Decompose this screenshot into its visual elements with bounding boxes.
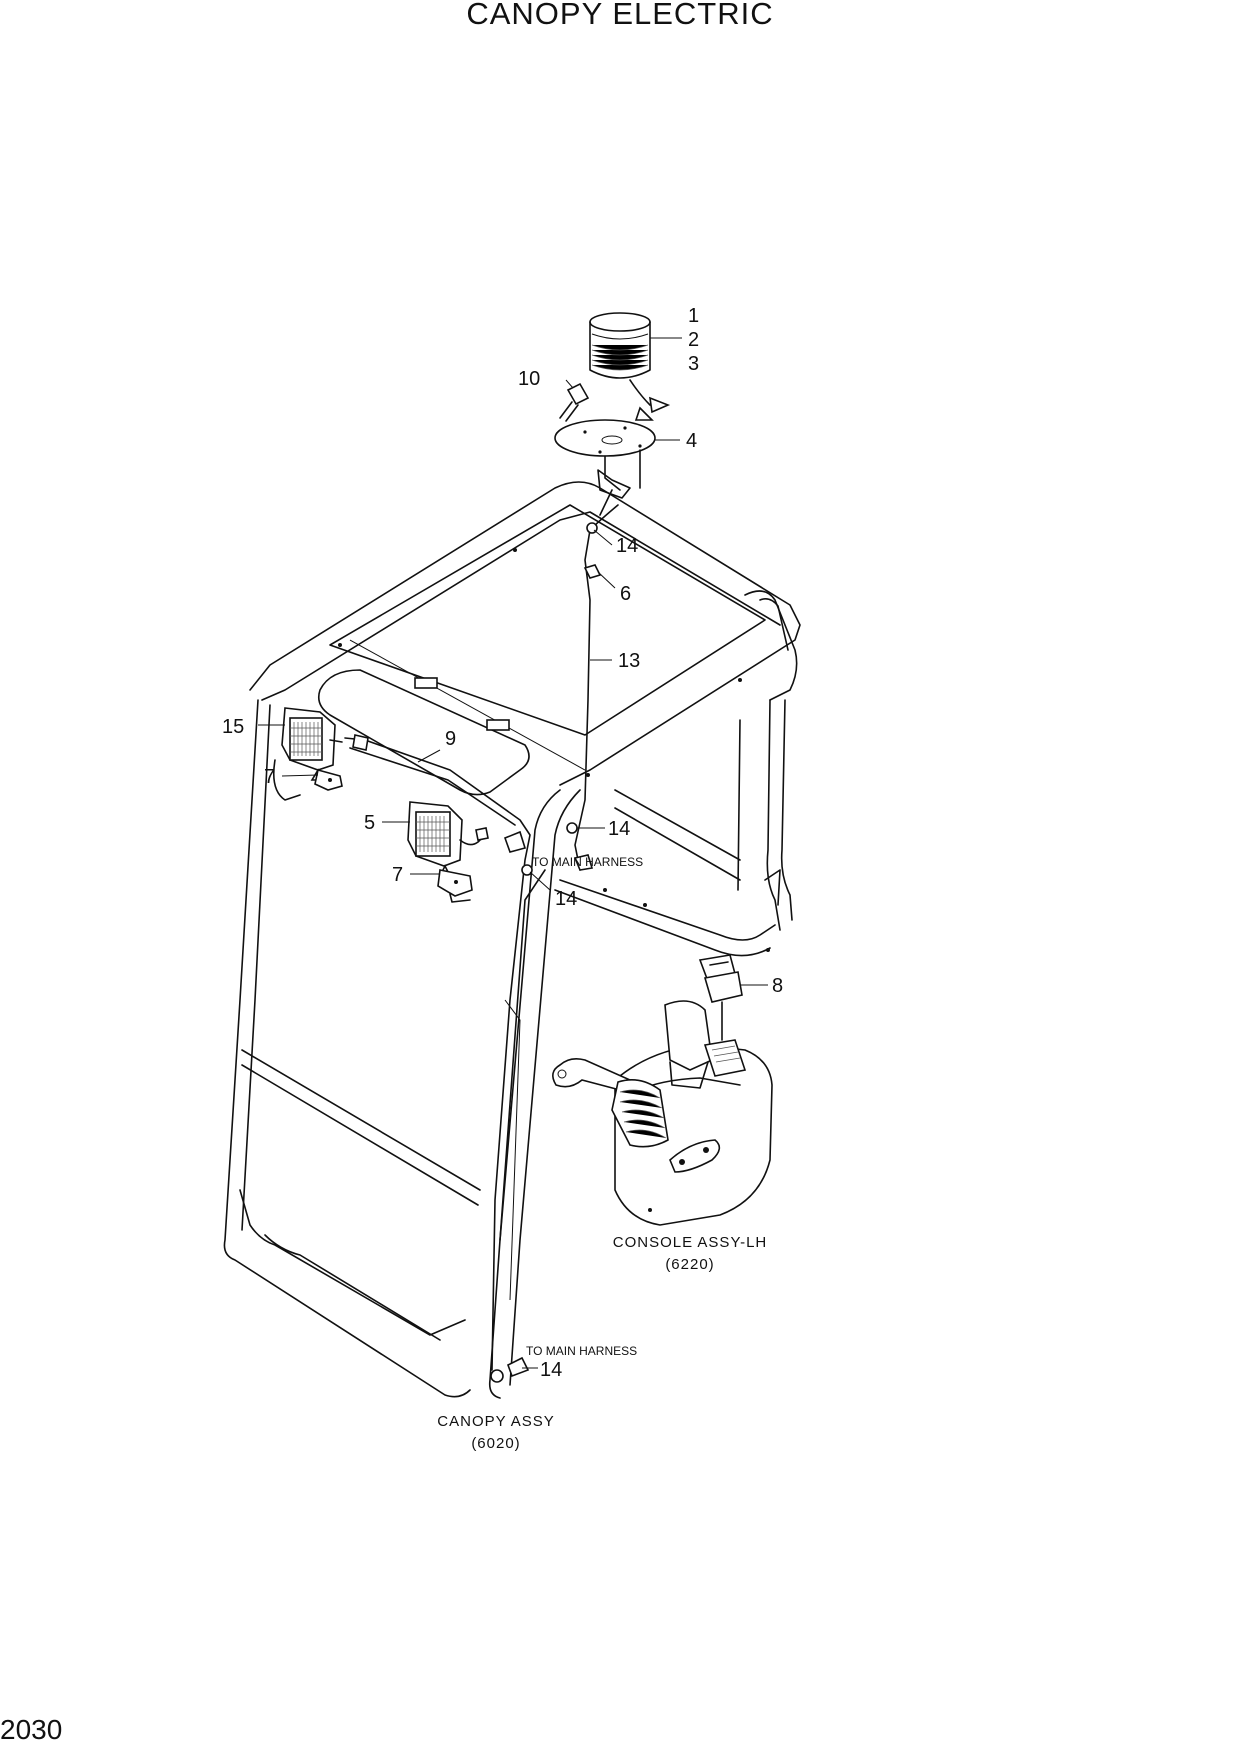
rocker-switch — [698, 954, 743, 1041]
callout-15: 15 — [222, 716, 244, 738]
callout-2: 2 — [688, 329, 699, 351]
canopy-assy-label: CANOPY ASSY — [437, 1413, 554, 1430]
callout-10: 10 — [518, 368, 540, 390]
leader-lines — [258, 337, 768, 1369]
callout-1: 1 — [688, 305, 699, 327]
callout-14-post: 14 — [555, 888, 577, 910]
note-to-main-harness-lower: TO MAIN HARNESS — [526, 1344, 637, 1358]
callout-6: 6 — [620, 583, 631, 605]
harness-9 — [344, 734, 533, 1383]
console-assy-label: CONSOLE ASSY-LH — [613, 1234, 768, 1251]
page-title: CANOPY ELECTRIC — [466, 0, 774, 31]
console-assembly — [552, 1000, 773, 1226]
callout-3: 3 — [688, 353, 699, 375]
annotation-labels: TO MAIN HARNESS TO MAIN HARNESS CONSOLE … — [437, 855, 768, 1452]
lamp-bracket-lower — [437, 869, 473, 903]
harness-13 — [566, 489, 619, 871]
callout-14-bottom: 14 — [540, 1359, 562, 1381]
page-number: 2030 — [0, 1714, 63, 1745]
work-lamp-upper — [281, 707, 343, 781]
callout-4: 4 — [686, 430, 697, 452]
callout-9: 9 — [445, 728, 456, 750]
lamp-bracket-upper — [314, 769, 343, 791]
mounting-bolt — [559, 382, 590, 422]
work-lamp-lower — [407, 801, 489, 877]
callout-7-upper: 7 — [264, 766, 275, 788]
callout-14-top: 14 — [616, 535, 638, 557]
callout-7-lower: 7 — [392, 864, 403, 886]
note-to-main-harness-upper: TO MAIN HARNESS — [532, 855, 643, 869]
callout-14-mid: 14 — [608, 818, 630, 840]
console-assy-ref: (6220) — [665, 1256, 714, 1273]
callout-5: 5 — [364, 812, 375, 834]
callout-13: 13 — [618, 650, 640, 672]
canopy-frame — [223, 481, 801, 1399]
canopy-assy-ref: (6020) — [471, 1435, 520, 1452]
callout-8: 8 — [772, 975, 783, 997]
beacon-mount-plate — [554, 419, 656, 499]
beacon-lamp — [589, 312, 671, 421]
callout-labels: 1 2 3 10 4 14 6 13 15 9 7 5 14 7 14 8 14 — [222, 305, 783, 1381]
